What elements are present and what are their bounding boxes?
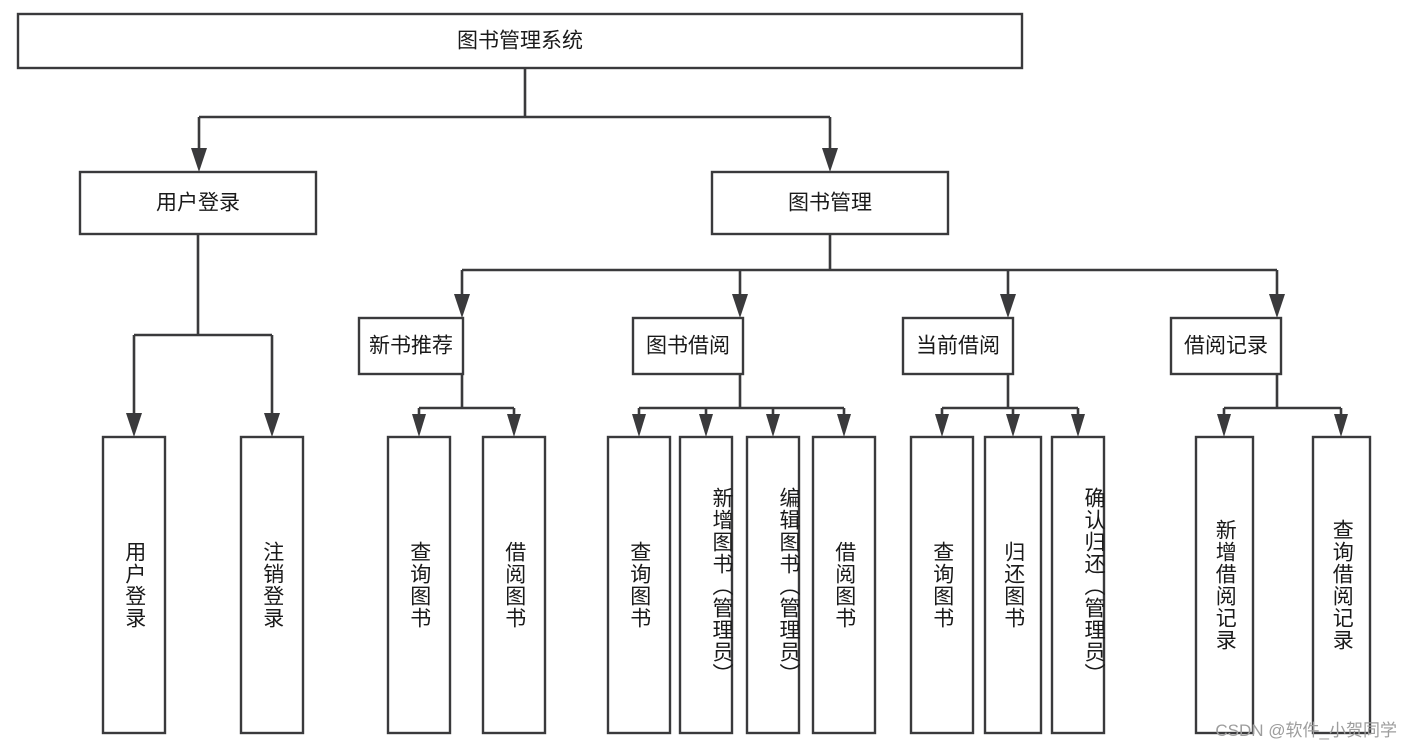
arrowhead-book-manage <box>822 148 838 172</box>
arrowhead-book-borrow <box>732 294 748 318</box>
arrowhead-current-borrow <box>1000 294 1016 318</box>
node-leaf-query-record[interactable] <box>1311 435 1372 735</box>
arrowhead-leaf-add-record <box>1217 414 1231 437</box>
label-root: 图书管理系统 <box>457 30 583 53</box>
node-borrow-record[interactable] <box>1169 316 1283 376</box>
csdn-watermark: CSDN @软件_小贺同学 <box>1215 721 1397 740</box>
node-leaf-user-logout[interactable] <box>239 435 305 735</box>
node-leaf-edit-book[interactable] <box>745 435 801 735</box>
label-current-borrow: 当前借阅 <box>916 335 1000 358</box>
node-book-borrow[interactable] <box>631 316 745 376</box>
label-book-borrow: 图书借阅 <box>646 335 730 358</box>
label-borrow-record: 借阅记录 <box>1184 335 1268 358</box>
node-leaf-confirm-return[interactable] <box>1050 435 1106 735</box>
arrowhead-leaf-query-book-3 <box>935 414 949 437</box>
arrowhead-leaf-return-book <box>1006 414 1020 437</box>
arrowhead-leaf-user-logout <box>264 413 280 437</box>
node-leaf-user-login[interactable] <box>101 435 167 735</box>
arrowhead-leaf-borrow-book-1 <box>507 414 521 437</box>
arrowhead-leaf-confirm-return <box>1071 414 1085 437</box>
arrowhead-leaf-query-record <box>1334 414 1348 437</box>
label-user-login: 用户登录 <box>156 192 240 215</box>
node-current-borrow[interactable] <box>901 316 1015 376</box>
label-new-book-rec: 新书推荐 <box>369 335 453 358</box>
node-leaf-return-book[interactable] <box>983 435 1043 735</box>
node-leaf-query-book-3[interactable] <box>909 435 975 735</box>
arrowhead-new-book-rec <box>454 294 470 318</box>
arrowhead-leaf-query-book-1 <box>412 414 426 437</box>
node-leaf-add-book[interactable] <box>678 435 734 735</box>
node-new-book-rec[interactable] <box>357 316 465 376</box>
arrowhead-borrow-record <box>1269 294 1285 318</box>
label-book-manage: 图书管理 <box>788 192 872 215</box>
node-root[interactable] <box>16 12 1024 70</box>
node-leaf-add-record[interactable] <box>1194 435 1255 735</box>
node-user-login[interactable] <box>78 170 318 236</box>
label-layer-horizontal: 图书管理系统 用户登录 图书管理 新书推荐 图书借阅 当前借阅 借阅记录 <box>156 30 1268 358</box>
node-leaf-query-book-2[interactable] <box>606 435 672 735</box>
node-leaf-query-book-1[interactable] <box>386 435 452 735</box>
arrowhead-leaf-query-book-2 <box>632 414 646 437</box>
arrowhead-user-login <box>191 148 207 172</box>
arrowhead-leaf-borrow-book-2 <box>837 414 851 437</box>
connector-layer <box>126 68 1348 437</box>
node-leaf-borrow-book-2[interactable] <box>811 435 877 735</box>
arrowhead-leaf-edit-book <box>766 414 780 437</box>
node-book-manage[interactable] <box>710 170 950 236</box>
arrowhead-leaf-user-login <box>126 413 142 437</box>
node-layer <box>16 12 1372 735</box>
node-leaf-borrow-book-1[interactable] <box>481 435 547 735</box>
arrowhead-leaf-add-book <box>699 414 713 437</box>
